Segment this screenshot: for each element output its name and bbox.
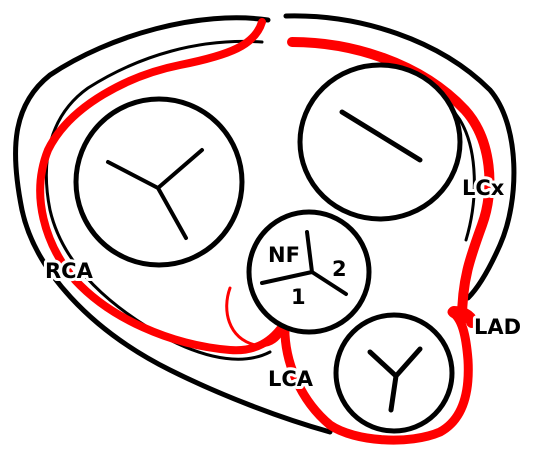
cusp-2-label: 2 [332, 257, 347, 281]
cusp-1-label: 1 [291, 285, 306, 309]
lcx-label: LCx [462, 176, 505, 200]
left-valve [76, 99, 242, 265]
rca-label: RCA [45, 259, 94, 283]
lad-label: LAD [474, 315, 521, 339]
lca-label: LCA [268, 367, 314, 391]
aortic-valve [249, 212, 369, 332]
right-valve [300, 65, 460, 219]
nf-cusp-label: NF [268, 243, 300, 267]
lower-valve [336, 315, 452, 431]
